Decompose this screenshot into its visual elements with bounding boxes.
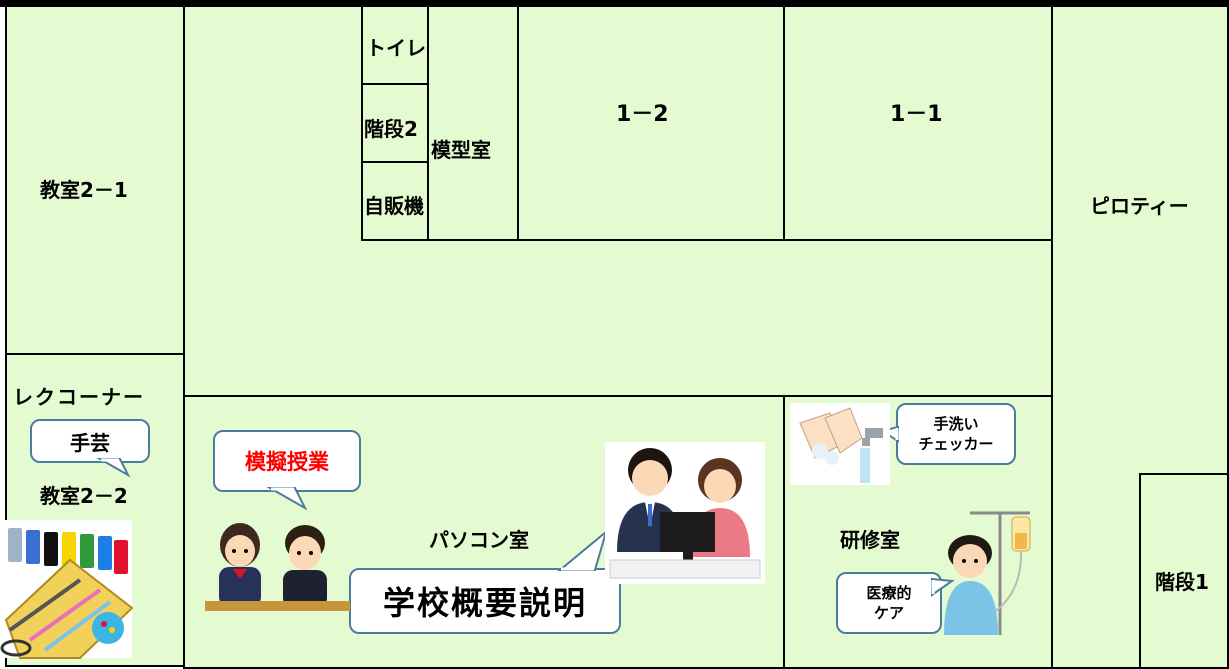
mock-lesson-text: 模擬授業 [245,450,329,474]
sewing-kit-icon [0,520,134,659]
medical-text-2: ケア [873,604,904,622]
bubble-tail-school-overview [557,529,608,571]
label-classroom-2-1: 教室2－1 [40,178,128,202]
medical-text-1: 医療的 [866,584,912,602]
handwashing-icon [790,403,890,485]
label-stairs-1: 階段1 [1155,570,1209,594]
bubble-mock-lesson: 模擬授業 [213,430,361,492]
teachers-at-computer-icon [605,442,765,584]
students-icon [205,523,350,611]
bubble-medical-care: 医療的 ケア [836,572,942,634]
label-vending: 自販機 [364,194,424,218]
room-1-1[interactable] [783,5,1053,241]
handwash-text-1: 手洗い [933,415,979,433]
room-toilet[interactable] [361,5,429,85]
label-classroom-2-2: 教室2－2 [40,484,128,508]
label-room-1-1: 1－1 [890,102,943,127]
school-overview-text: 学校概要説明 [382,584,587,622]
bubble-tail-mock-lesson [266,487,308,511]
label-piloti: ピロティー [1090,194,1189,218]
room-stairs-1[interactable] [1139,473,1229,669]
label-model-room: 模型室 [431,138,491,162]
room-vending[interactable] [361,161,429,241]
handwash-text-2: チェッカー [918,435,994,453]
bubble-tail-medical [931,577,955,597]
label-room-1-2: 1－2 [616,102,669,127]
label-pc-room: パソコン室 [429,528,529,552]
label-training-room: 研修室 [840,528,900,552]
room-model[interactable] [427,5,519,241]
room-classroom-2-1[interactable] [5,5,185,355]
bubble-school-overview: 学校概要説明 [349,568,621,634]
bubble-handicraft: 手芸 [30,419,150,463]
label-stairs-2: 階段2 [364,117,418,141]
label-toilet: トイレ [366,36,426,60]
bubble-tail-handicraft [96,458,131,478]
bubble-handwash: 手洗い チェッカー [896,403,1016,465]
handicraft-text: 手芸 [70,430,110,455]
top-wall [0,0,1229,7]
label-rec-corner: レクコーナー [13,385,145,409]
room-1-2[interactable] [517,5,785,241]
patient-iv-drip-icon [944,511,1031,635]
